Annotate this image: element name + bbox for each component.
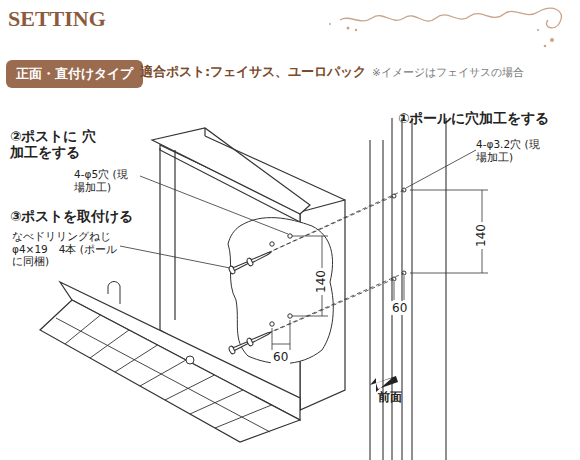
image-note: ※イメージはフェイサスの場合	[372, 66, 524, 79]
dimension: 140	[474, 222, 488, 249]
post-holes	[270, 234, 292, 326]
screw-note: なべドリリングねじ φ4×19 4本 (ポールに同梱)	[12, 230, 124, 268]
hole-note: 4-φ3.2穴 (現場加工)	[476, 138, 540, 163]
dimension: 140	[314, 268, 328, 295]
leader-lines	[120, 150, 476, 268]
direction-label: 前面	[378, 390, 402, 404]
compatible-note: 適合ポスト:フェイサス、ユーロパック	[140, 64, 366, 80]
screws	[228, 249, 272, 355]
front-door	[40, 282, 300, 442]
alignment-lines	[230, 190, 404, 350]
title: SETTING	[8, 6, 106, 32]
step-heading: ③ポストを取付ける	[10, 208, 133, 224]
pole	[370, 118, 446, 460]
front-arrow	[370, 376, 398, 392]
cutaway-rear-panel	[228, 218, 333, 364]
badge-text: 正面・直付けタイプ	[16, 65, 133, 83]
door-louvers	[56, 315, 272, 432]
pole-dimension-lines	[394, 190, 488, 300]
dimension: 60	[271, 350, 290, 364]
door-handle	[108, 282, 194, 365]
type-badge: 正面・直付けタイプ	[6, 60, 143, 88]
decoration	[340, 8, 561, 28]
pole-holes	[392, 188, 406, 281]
step-heading: ①ポールに穴加工をする	[398, 110, 549, 126]
post-dimension-lines	[272, 236, 328, 350]
step-heading: ②ポストに 穴加工をする	[10, 128, 110, 160]
decoration-dots	[329, 23, 554, 47]
hole-note: 4-φ5穴 (現場加工)	[74, 168, 136, 193]
dimension: 60	[390, 301, 409, 315]
